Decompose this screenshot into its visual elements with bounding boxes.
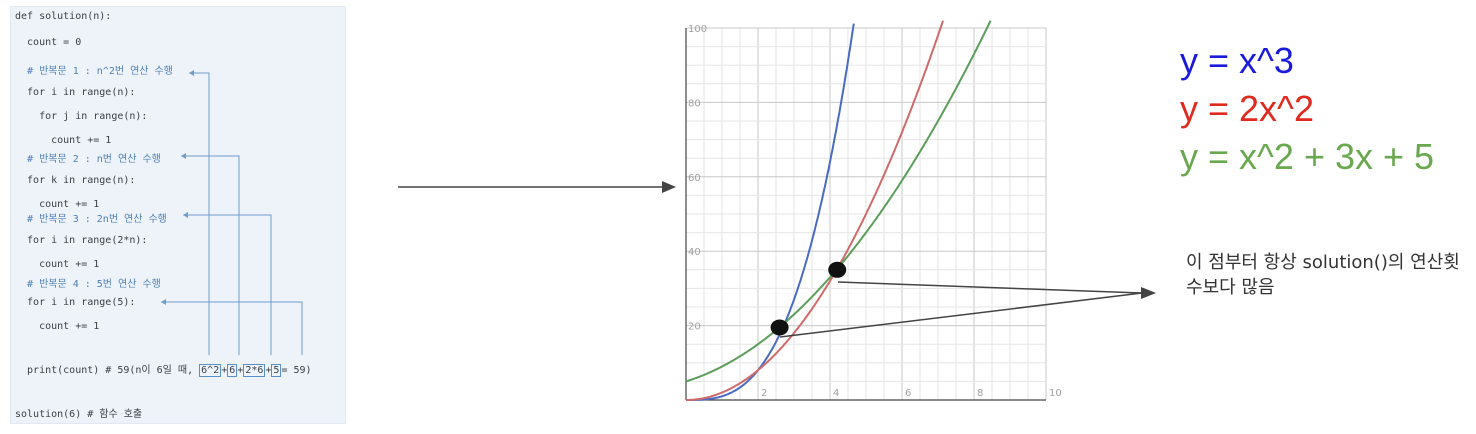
y-tick-label: 60 xyxy=(688,173,701,184)
code-line-count-inc-4: count += 1 xyxy=(15,321,100,332)
crossover-note: 이 점부터 항상 solution()의 연산횟수보다 많음 xyxy=(1186,252,1460,298)
term-n: 6 xyxy=(227,364,238,377)
term-plus-1: + xyxy=(221,365,228,376)
term-result: = 59) xyxy=(281,365,312,376)
intersection-point xyxy=(770,319,789,336)
legend-cubic: y = x^3 xyxy=(1180,40,1294,81)
legend-polynomial: y = x^2 + 3x + 5 xyxy=(1180,136,1435,177)
series-curve xyxy=(686,23,855,401)
term-2n: 2*6 xyxy=(243,364,266,377)
code-line-for-i: for i in range(n): xyxy=(15,87,136,98)
code-comment-loop4: # 반복문 4 : 5번 연산 수행 xyxy=(15,279,161,290)
print-statement: print(count) # 59(n이 6일 때, xyxy=(15,365,194,376)
x-tick-label: 4 xyxy=(833,388,839,399)
x-tick-label: 2 xyxy=(761,388,767,399)
code-line-count-inc-2: count += 1 xyxy=(15,199,100,210)
code-line-count-inc-1: count += 1 xyxy=(15,135,112,146)
code-line-call: solution(6) # 함수 호출 xyxy=(15,409,143,420)
term-plus-3: + xyxy=(265,365,272,376)
code-comment-loop1: # 반복문 1 : n^2번 연산 수행 xyxy=(15,66,173,77)
series-curve xyxy=(685,20,992,383)
series-curve xyxy=(686,20,944,401)
growth-chart: 2 4 6 8 10 20 40 60 80 100 xyxy=(685,20,1062,401)
code-connectors xyxy=(161,70,303,355)
code-line-def: def solution(n): xyxy=(15,11,112,22)
y-tick-label: 100 xyxy=(688,24,707,35)
y-tick-label: 20 xyxy=(688,322,701,333)
code-comment-loop2: # 반복문 2 : n번 연산 수행 xyxy=(15,154,161,165)
code-line-for-2n: for i in range(2*n): xyxy=(15,235,148,246)
code-line-for-5: for i in range(5): xyxy=(15,297,136,308)
code-line-for-k: for k in range(n): xyxy=(15,175,136,186)
code-line-print: print(count) # 59(n이 6일 때, 6^2+6+2*6+5= … xyxy=(15,361,312,377)
intersection-point xyxy=(828,261,847,278)
x-tick-label: 10 xyxy=(1049,388,1062,399)
x-tick-label: 6 xyxy=(905,388,911,399)
code-panel: def solution(n): count = 0 # 반복문 1 : n^2… xyxy=(10,6,346,424)
x-tick-label: 8 xyxy=(977,388,983,399)
code-comment-loop3: # 반복문 3 : 2n번 연산 수행 xyxy=(15,214,167,225)
code-line-count-init: count = 0 xyxy=(15,37,82,48)
legend-quadratic: y = 2x^2 xyxy=(1180,88,1314,129)
term-n-squared: 6^2 xyxy=(199,364,222,377)
code-line-count-inc-3: count += 1 xyxy=(15,259,100,270)
y-tick-label: 40 xyxy=(688,247,701,258)
y-tick-label: 80 xyxy=(688,98,701,109)
note-pointer-arrowhead xyxy=(1141,287,1156,299)
term-plus-2: + xyxy=(237,365,244,376)
term-5: 5 xyxy=(271,364,282,377)
code-line-for-j: for j in range(n): xyxy=(15,111,148,122)
